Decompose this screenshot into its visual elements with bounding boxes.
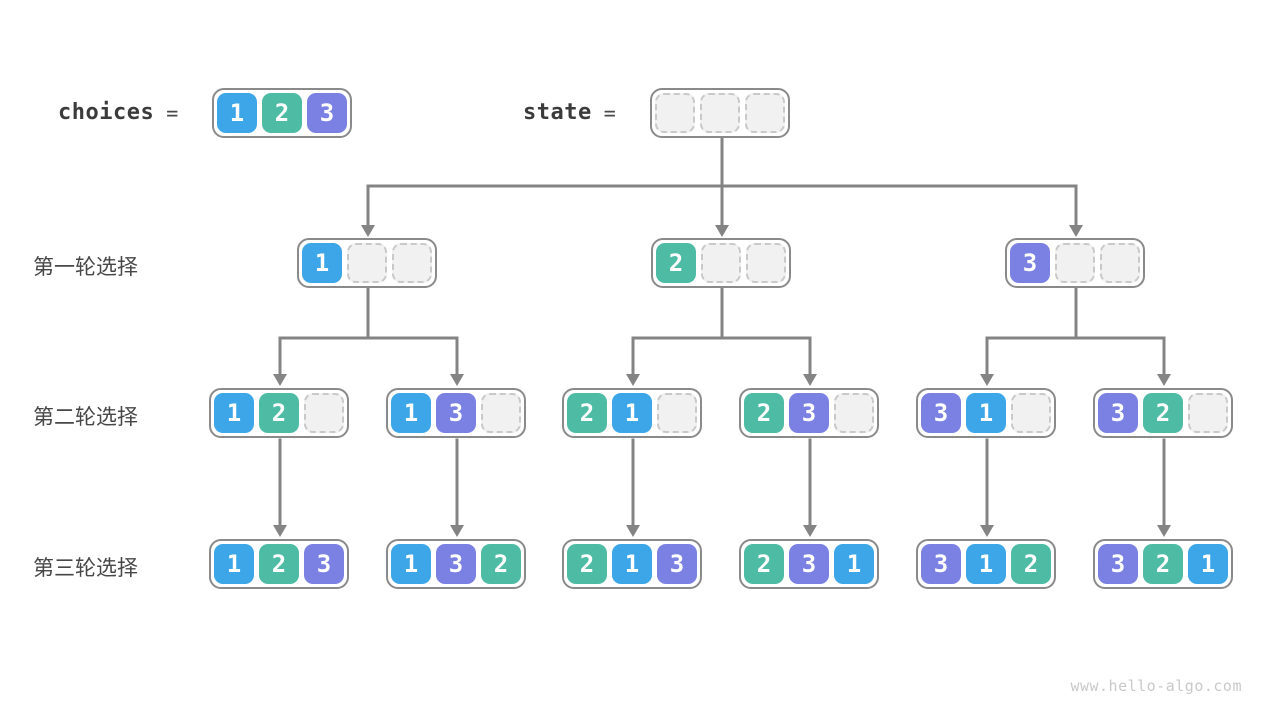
value-cell: 1 xyxy=(302,243,342,283)
value-cell: 3 xyxy=(436,393,476,433)
empty-cell xyxy=(392,243,432,283)
row-label-round-3: 第三轮选择 xyxy=(33,557,138,580)
tree-node-round1: 1 xyxy=(297,238,437,288)
value-cell: 3 xyxy=(307,93,347,133)
value-cell: 3 xyxy=(789,393,829,433)
empty-cell xyxy=(701,243,741,283)
row-label-round-2: 第二轮选择 xyxy=(33,406,138,429)
value-cell: 1 xyxy=(214,393,254,433)
value-cell: 2 xyxy=(1143,393,1183,433)
empty-cell xyxy=(745,93,785,133)
value-cell: 1 xyxy=(214,544,254,584)
value-cell: 3 xyxy=(1098,393,1138,433)
state-caption: state = xyxy=(523,88,616,137)
value-cell: 2 xyxy=(1011,544,1051,584)
value-cell: 2 xyxy=(744,544,784,584)
empty-cell xyxy=(481,393,521,433)
value-cell: 3 xyxy=(1010,243,1050,283)
choices-caption: choices = xyxy=(58,88,178,137)
value-cell: 1 xyxy=(612,544,652,584)
value-cell: 3 xyxy=(789,544,829,584)
equals-sign: = xyxy=(603,100,616,125)
value-cell: 2 xyxy=(481,544,521,584)
value-cell: 2 xyxy=(262,93,302,133)
value-cell: 1 xyxy=(612,393,652,433)
value-cell: 1 xyxy=(966,393,1006,433)
value-cell: 2 xyxy=(744,393,784,433)
tree-node-round1: 2 xyxy=(651,238,791,288)
empty-cell xyxy=(304,393,344,433)
state-array xyxy=(650,88,790,138)
value-cell: 3 xyxy=(921,544,961,584)
value-cell: 2 xyxy=(259,393,299,433)
value-cell: 3 xyxy=(304,544,344,584)
watermark: www.hello-algo.com xyxy=(1070,677,1242,695)
value-cell: 2 xyxy=(567,393,607,433)
value-cell: 1 xyxy=(1188,544,1228,584)
choices-label: choices xyxy=(58,100,155,125)
empty-cell xyxy=(1011,393,1051,433)
value-cell: 1 xyxy=(217,93,257,133)
value-cell: 1 xyxy=(966,544,1006,584)
empty-cell xyxy=(1100,243,1140,283)
value-cell: 3 xyxy=(436,544,476,584)
equals-sign: = xyxy=(166,100,179,125)
value-cell: 2 xyxy=(1143,544,1183,584)
tree-node-round1: 3 xyxy=(1005,238,1145,288)
value-cell: 1 xyxy=(391,393,431,433)
value-cell: 1 xyxy=(391,544,431,584)
empty-cell xyxy=(834,393,874,433)
empty-cell xyxy=(1055,243,1095,283)
value-cell: 2 xyxy=(656,243,696,283)
empty-cell xyxy=(700,93,740,133)
value-cell: 2 xyxy=(567,544,607,584)
value-cell: 2 xyxy=(259,544,299,584)
value-cell: 3 xyxy=(921,393,961,433)
row-label-round-1: 第一轮选择 xyxy=(33,256,138,279)
value-cell: 3 xyxy=(1098,544,1138,584)
value-cell: 1 xyxy=(834,544,874,584)
empty-cell xyxy=(746,243,786,283)
state-label: state xyxy=(523,100,592,125)
empty-cell xyxy=(347,243,387,283)
empty-cell xyxy=(1188,393,1228,433)
empty-cell xyxy=(657,393,697,433)
value-cell: 3 xyxy=(657,544,697,584)
empty-cell xyxy=(655,93,695,133)
